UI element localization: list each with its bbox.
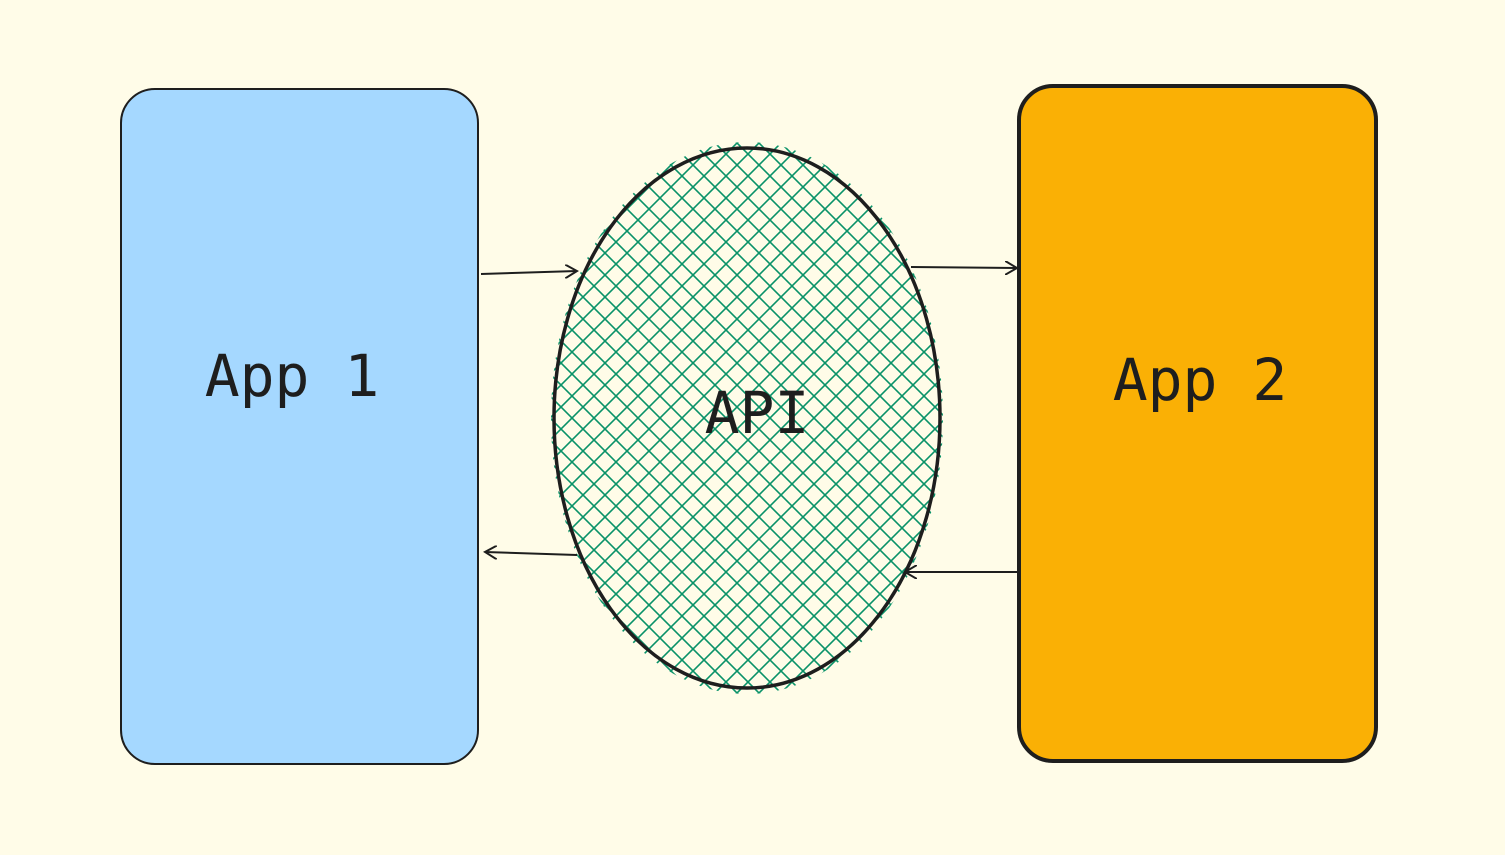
node-api: API xyxy=(551,142,943,694)
api-label: API xyxy=(705,379,810,447)
arrow-api-to-app2 xyxy=(910,267,1017,268)
node-app-2: App 2 xyxy=(1017,84,1378,763)
app-2-box xyxy=(1017,84,1378,763)
api-ellipse xyxy=(552,146,942,690)
api-hatch-fill xyxy=(551,142,943,694)
app-1-box xyxy=(120,88,479,765)
app-2-label: App 2 xyxy=(1113,346,1288,414)
arrow-app1-to-api xyxy=(480,271,577,274)
app-1-label: App 1 xyxy=(205,342,380,410)
arrow-api-to-app1 xyxy=(485,552,578,555)
node-app-1: App 1 xyxy=(120,88,479,765)
